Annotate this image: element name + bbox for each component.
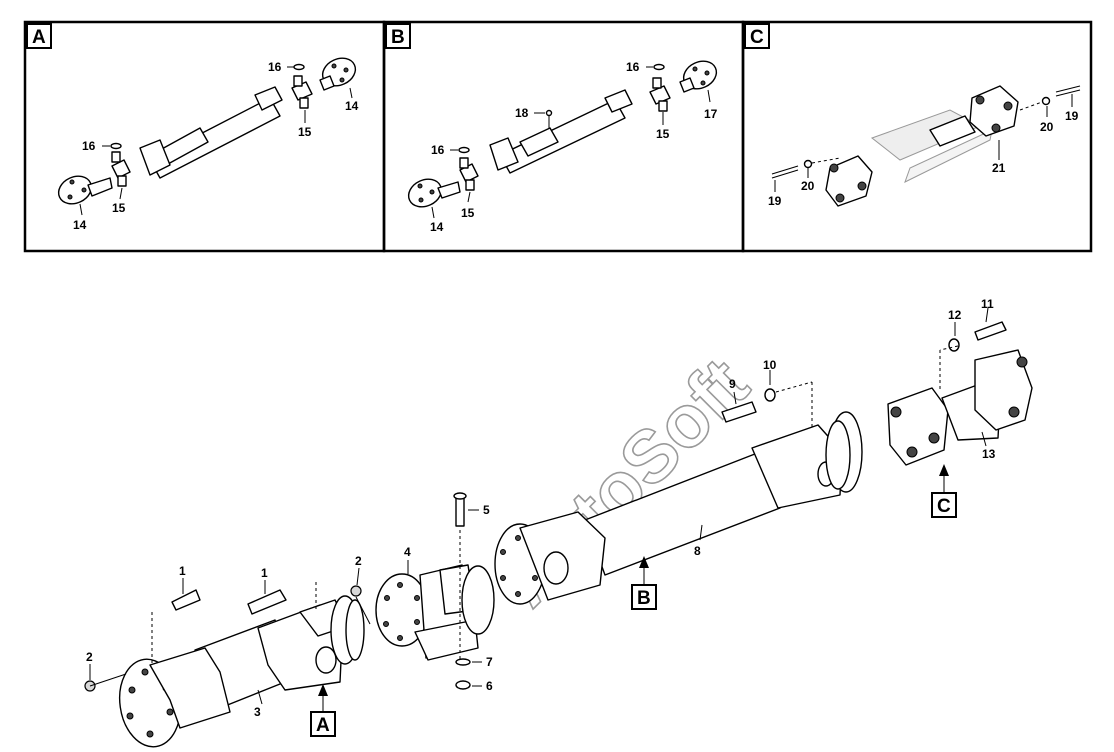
callout-9: 9	[729, 377, 736, 391]
callout-b-15-top: 15	[656, 127, 670, 141]
section-marker-a: A	[310, 684, 336, 737]
panel-a-shaft	[57, 57, 357, 205]
svg-text:A: A	[316, 715, 330, 736]
callout-a-15-left: 15	[112, 201, 126, 215]
callout-a-15-top: 15	[298, 125, 312, 139]
panel-b-shaft	[407, 60, 718, 208]
callout-2-left: 2	[86, 650, 93, 664]
callout-1-right: 1	[261, 566, 268, 580]
callout-b-17: 17	[704, 107, 718, 121]
panel-b-letter: B	[391, 27, 405, 48]
callout-b-14-left: 14	[430, 220, 444, 234]
main-assembly	[84, 321, 1033, 748]
callout-2-upper: 2	[355, 554, 362, 568]
callout-b-18: 18	[515, 106, 529, 120]
callout-c-19-left: 19	[768, 194, 782, 208]
panel-b: B 16 15 17 1	[382, 20, 745, 253]
svg-text:B: B	[637, 588, 651, 609]
callout-a-16-left: 16	[82, 139, 96, 153]
callout-c-20-right: 20	[1040, 120, 1054, 134]
panel-a: A 16 15	[23, 20, 386, 253]
panel-c: C 19 20 21	[741, 20, 1093, 253]
callout-5: 5	[483, 503, 490, 517]
svg-text:C: C	[937, 496, 951, 517]
callout-a-14-right: 14	[345, 99, 359, 113]
callout-13: 13	[982, 447, 996, 461]
callout-10: 10	[763, 358, 777, 372]
callout-c-21: 21	[992, 161, 1006, 175]
callout-a-14-left: 14	[73, 218, 87, 232]
callout-c-19-right: 19	[1065, 109, 1079, 123]
callout-8: 8	[694, 544, 701, 558]
callout-7: 7	[486, 655, 493, 669]
callout-b-15-left: 15	[461, 206, 475, 220]
callout-b-16-top: 16	[626, 60, 640, 74]
callout-12: 12	[948, 308, 962, 322]
callout-b-16-left: 16	[431, 143, 445, 157]
panel-c-assembly	[771, 85, 1081, 207]
panel-c-letter: C	[750, 27, 764, 48]
panel-a-letter: A	[32, 27, 46, 48]
callout-4: 4	[404, 545, 411, 559]
callout-c-20-left: 20	[801, 179, 815, 193]
section-marker-b: B	[631, 556, 657, 610]
callout-a-16-top: 16	[268, 60, 282, 74]
callout-1-left: 1	[179, 564, 186, 578]
callout-11: 11	[981, 297, 994, 311]
callout-6: 6	[486, 679, 493, 693]
callout-3: 3	[254, 705, 261, 719]
section-marker-c: C	[931, 464, 957, 518]
